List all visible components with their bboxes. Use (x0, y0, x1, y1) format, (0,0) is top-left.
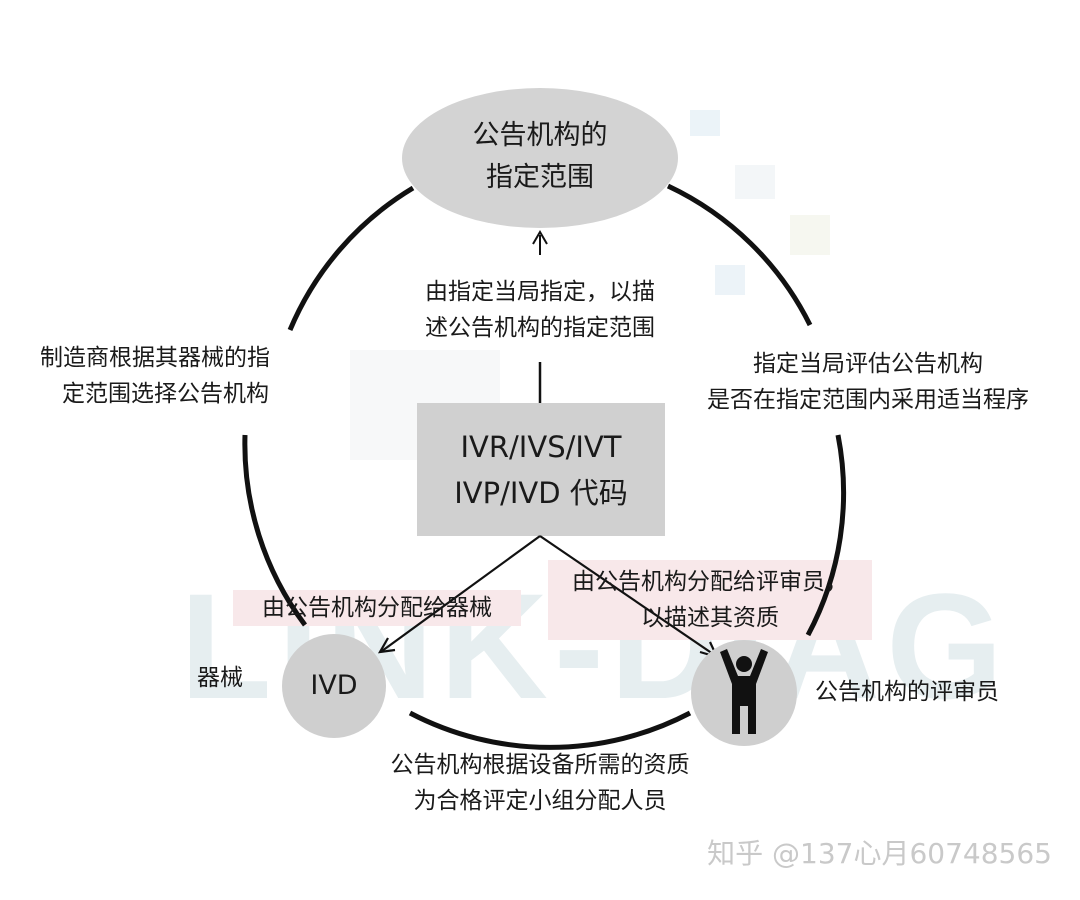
connector-center-ivd (381, 535, 541, 652)
arc-top-left (287, 185, 415, 331)
ivd-side-label: 器械 (197, 665, 243, 691)
person-arms-raised-icon (720, 649, 768, 734)
label-right-arc: 指定当局评估公告机构 是否在指定范围内采用适当程序 (668, 346, 1068, 418)
connector-center-reviewer (539, 535, 717, 657)
label-highlight-reviewer (548, 560, 872, 640)
label-center-to-ivd: 由公告机构分配给器械 (262, 595, 492, 621)
center-box (417, 403, 665, 536)
watermark-block-1 (690, 110, 720, 136)
top-node-ellipse (402, 88, 678, 228)
label-left-arc-line-2: 定范围选择公告机构 (62, 381, 269, 407)
label-center-to-reviewer-line-1: 由公告机构分配给评审员， (572, 569, 848, 595)
label-center-to-top: 由指定当局指定，以描 述公告机构的指定范围 (370, 274, 710, 346)
label-right-arc-line-1: 指定当局评估公告机构 (753, 351, 983, 377)
arc-right (805, 434, 847, 637)
label-bottom-arc: 公告机构根据设备所需的资质 为合格评定小组分配人员 (340, 747, 740, 819)
arc-left (242, 434, 308, 627)
label-center-to-top-line-2: 述公告机构的指定范围 (425, 315, 655, 341)
watermark-block-4 (715, 265, 745, 295)
ivd-node-label: IVD (310, 670, 358, 701)
label-bottom-arc-line-1: 公告机构根据设备所需的资质 (390, 752, 690, 778)
label-center-to-reviewer: 由公告机构分配给评审员， 以描述其资质 (548, 564, 872, 636)
watermark-block-3 (790, 215, 830, 255)
top-node-title: 公告机构的 指定范围 (440, 115, 640, 199)
label-right-arc-line-2: 是否在指定范围内采用适当程序 (707, 387, 1029, 413)
label-center-to-reviewer-line-2: 以描述其资质 (641, 605, 779, 631)
center-box-line-2: IVP/IVD 代码 (454, 476, 628, 510)
top-node-line-2: 指定范围 (486, 162, 594, 193)
label-left-arc-line-1: 制造商根据其器械的指 (40, 345, 270, 371)
center-box-line-1: IVR/IVS/IVT (460, 430, 622, 464)
arrow-up-icon (532, 230, 548, 245)
label-bottom-arc-line-2: 为合格评定小组分配人员 (413, 788, 667, 814)
label-highlight-ivd (233, 590, 521, 626)
watermark-block-2 (735, 165, 775, 199)
arrow-ivd-icon (377, 637, 396, 654)
reviewer-side-label: 公告机构的评审员 (815, 679, 999, 705)
label-left-arc: 制造商根据其器械的指 定范围选择公告机构 (40, 340, 340, 412)
arc-bottom (408, 710, 692, 750)
top-node-line-1: 公告机构的 (472, 120, 608, 151)
center-box-text: IVR/IVS/IVT IVP/IVD 代码 (417, 424, 665, 516)
footer-watermark: 知乎 @137心月60748565 (707, 837, 1052, 870)
label-center-to-top-line-1: 由指定当局指定，以描 (425, 279, 655, 305)
arc-top-right (666, 183, 813, 327)
ivd-node-circle (282, 634, 386, 738)
